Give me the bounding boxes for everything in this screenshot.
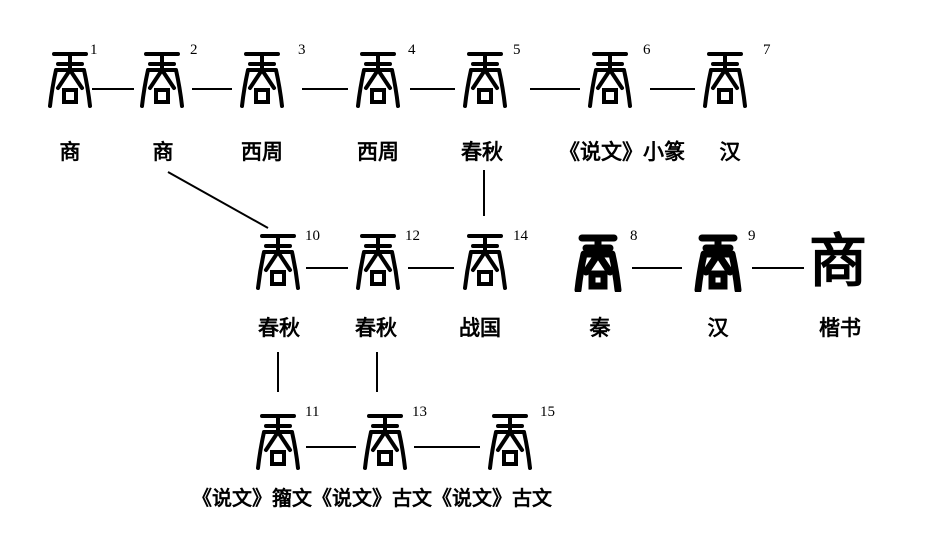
- period-label: 春秋: [355, 315, 397, 340]
- glyph-14-warring-states: [459, 230, 511, 290]
- period-label: 商: [152, 139, 174, 164]
- ancient-glyph-icon: [48, 52, 92, 108]
- connector-line: [408, 267, 454, 269]
- glyph-8-qin: [572, 232, 624, 294]
- glyph-3-western-zhou: [236, 48, 288, 108]
- ancient-glyph-icon: [463, 234, 507, 290]
- glyph-2-shang: [136, 48, 188, 108]
- glyph-5-spring-autumn: [459, 48, 511, 108]
- glyph-6-seal-script: [584, 48, 636, 108]
- source-label: 《说文》籀文《说文》古文《说文》古文: [192, 486, 552, 510]
- number-label: 15: [540, 404, 555, 420]
- connector-line: [752, 267, 804, 269]
- glyph-13-guwen: [359, 410, 411, 470]
- period-label: 《说文》小篆: [559, 139, 685, 164]
- number-label: 13: [412, 404, 427, 420]
- glyph-12-spring-autumn: [352, 230, 404, 290]
- period-label: 楷书: [819, 315, 861, 340]
- glyph-15-guwen: [484, 410, 536, 470]
- connector-line: [92, 88, 134, 90]
- number-label: 9: [748, 228, 756, 244]
- number-label: 11: [305, 404, 320, 420]
- period-label: 春秋: [258, 315, 300, 340]
- connector-line: [192, 88, 232, 90]
- number-label: 14: [513, 228, 528, 244]
- branch-line: [167, 171, 269, 229]
- glyph-10-spring-autumn: [252, 230, 304, 290]
- number-label: 12: [405, 228, 420, 244]
- ancient-glyph-icon: [356, 52, 400, 108]
- period-label: 汉: [719, 139, 741, 164]
- ancient-glyph-icon: [363, 414, 407, 470]
- connector-line: [414, 446, 480, 448]
- ancient-glyph-icon: [256, 414, 300, 470]
- ancient-glyph-icon: [588, 52, 632, 108]
- glyph-1-shang: [44, 48, 96, 108]
- number-label: 3: [298, 42, 306, 58]
- period-label: 春秋: [461, 139, 503, 164]
- glyph-regular-script: 商: [808, 227, 868, 295]
- glyph-11-zhouwen: [252, 410, 304, 470]
- ancient-glyph-icon: [694, 234, 742, 294]
- number-label: 6: [643, 42, 651, 58]
- connector-line: [306, 446, 356, 448]
- period-label: 西周: [241, 139, 283, 164]
- number-label: 7: [763, 42, 771, 58]
- connector-line: [530, 88, 580, 90]
- connector-line: [306, 267, 348, 269]
- glyph-9-han: [692, 232, 744, 294]
- period-label: 西周: [357, 139, 399, 164]
- ancient-glyph-icon: [256, 234, 300, 290]
- number-label: 2: [190, 42, 198, 58]
- number-label: 1: [90, 42, 98, 58]
- ancient-glyph-icon: [703, 52, 747, 108]
- period-label: 战国: [459, 315, 501, 340]
- connector-line: [650, 88, 695, 90]
- number-label: 5: [513, 42, 521, 58]
- ancient-glyph-icon: [574, 234, 622, 294]
- glyph-7-han: [699, 48, 751, 108]
- connector-line: [632, 267, 682, 269]
- connector-line: [302, 88, 348, 90]
- number-label: 8: [630, 228, 638, 244]
- period-label: 汉: [707, 315, 729, 340]
- period-label: 秦: [589, 315, 611, 340]
- ancient-glyph-icon: [463, 52, 507, 108]
- connector-line: [410, 88, 455, 90]
- ancient-glyph-icon: [140, 52, 184, 108]
- ancient-glyph-icon: [488, 414, 532, 470]
- ancient-glyph-icon: [356, 234, 400, 290]
- ancient-glyph-icon: [240, 52, 284, 108]
- number-label: 4: [408, 42, 416, 58]
- number-label: 10: [305, 228, 320, 244]
- period-label: 商: [59, 139, 81, 164]
- glyph-4-western-zhou: [352, 48, 404, 108]
